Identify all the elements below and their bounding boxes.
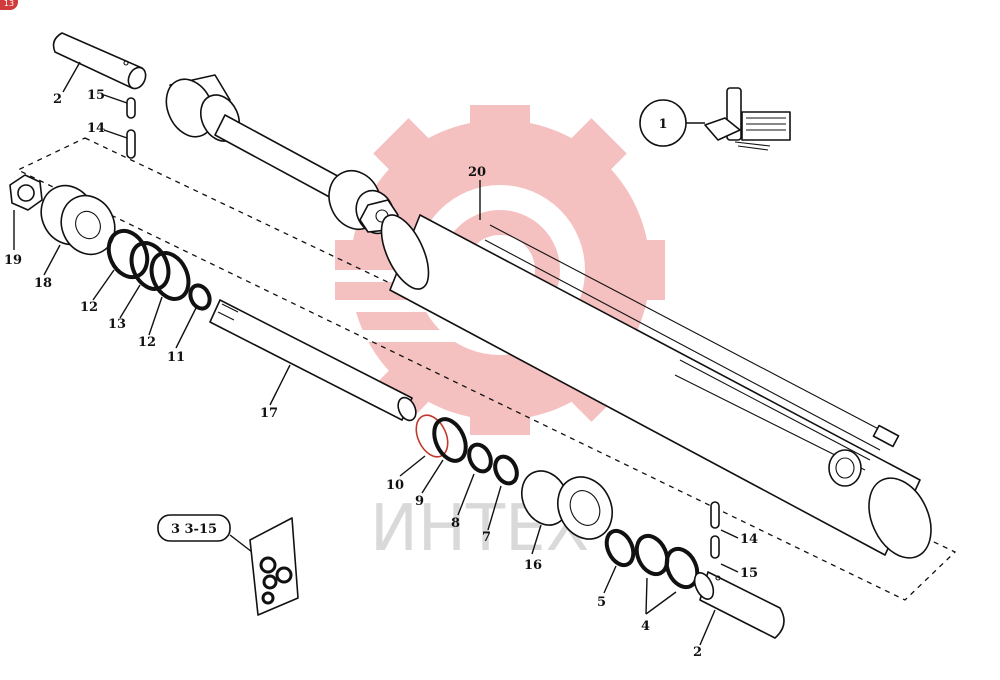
seal-4a	[634, 533, 670, 577]
label-2-bottom: 2	[693, 645, 702, 660]
seal-9	[432, 417, 468, 463]
label-17: 17	[260, 406, 278, 421]
label-14-bottom: 14	[740, 532, 758, 547]
corner-badge: 13	[0, 0, 18, 10]
label-12a: 12	[80, 300, 98, 315]
label-4: 4	[641, 619, 650, 634]
label-16: 16	[524, 558, 542, 573]
label-13: 13	[108, 317, 126, 332]
seal-4b	[664, 546, 700, 590]
label-8: 8	[451, 516, 460, 531]
seal-12b	[149, 251, 191, 301]
label-20: 20	[468, 165, 486, 180]
label-11: 11	[167, 350, 185, 365]
svg-text:3 3-15: 3 3-15	[171, 522, 217, 537]
seal-kit-bag	[249, 517, 299, 616]
piston-rod-assembly	[165, 74, 399, 235]
seal-8	[467, 442, 493, 474]
svg-text:1: 1	[658, 117, 667, 132]
assembly-symbol	[704, 87, 791, 151]
barrel-20	[380, 214, 932, 559]
pin-top	[52, 32, 147, 90]
label-10: 10	[386, 478, 404, 493]
nut-19	[9, 174, 43, 211]
part-labels: 2 15 14 19 18 12 13 12 11 17 20 10 9 8 7…	[4, 88, 758, 660]
label-15-bottom: 15	[740, 566, 758, 581]
label-9: 9	[415, 494, 424, 509]
label-12b: 12	[138, 335, 156, 350]
clip-14-bottom	[710, 501, 720, 529]
callout-circle-1: 1	[639, 99, 705, 147]
clip-15-bottom	[710, 535, 720, 559]
gland-16	[521, 470, 613, 540]
label-18: 18	[34, 276, 52, 291]
seal-kit-callout: 3 3-15	[157, 514, 253, 553]
label-19: 19	[4, 253, 22, 268]
seal-13	[129, 241, 171, 291]
seal-7	[493, 454, 519, 486]
label-14-top: 14	[87, 121, 105, 136]
leader-lines	[13, 61, 739, 646]
label-2-top: 2	[53, 92, 62, 107]
clip-14-top	[126, 129, 136, 159]
rod-17	[209, 299, 417, 422]
oring-11	[188, 283, 212, 311]
label-5: 5	[597, 595, 606, 610]
piston-18	[40, 184, 116, 256]
seal-5	[604, 528, 636, 568]
seal-10	[415, 414, 449, 458]
pin-bottom	[693, 571, 785, 639]
clip-15-top	[126, 97, 136, 119]
label-15-top: 15	[87, 88, 105, 103]
label-7: 7	[482, 530, 491, 545]
